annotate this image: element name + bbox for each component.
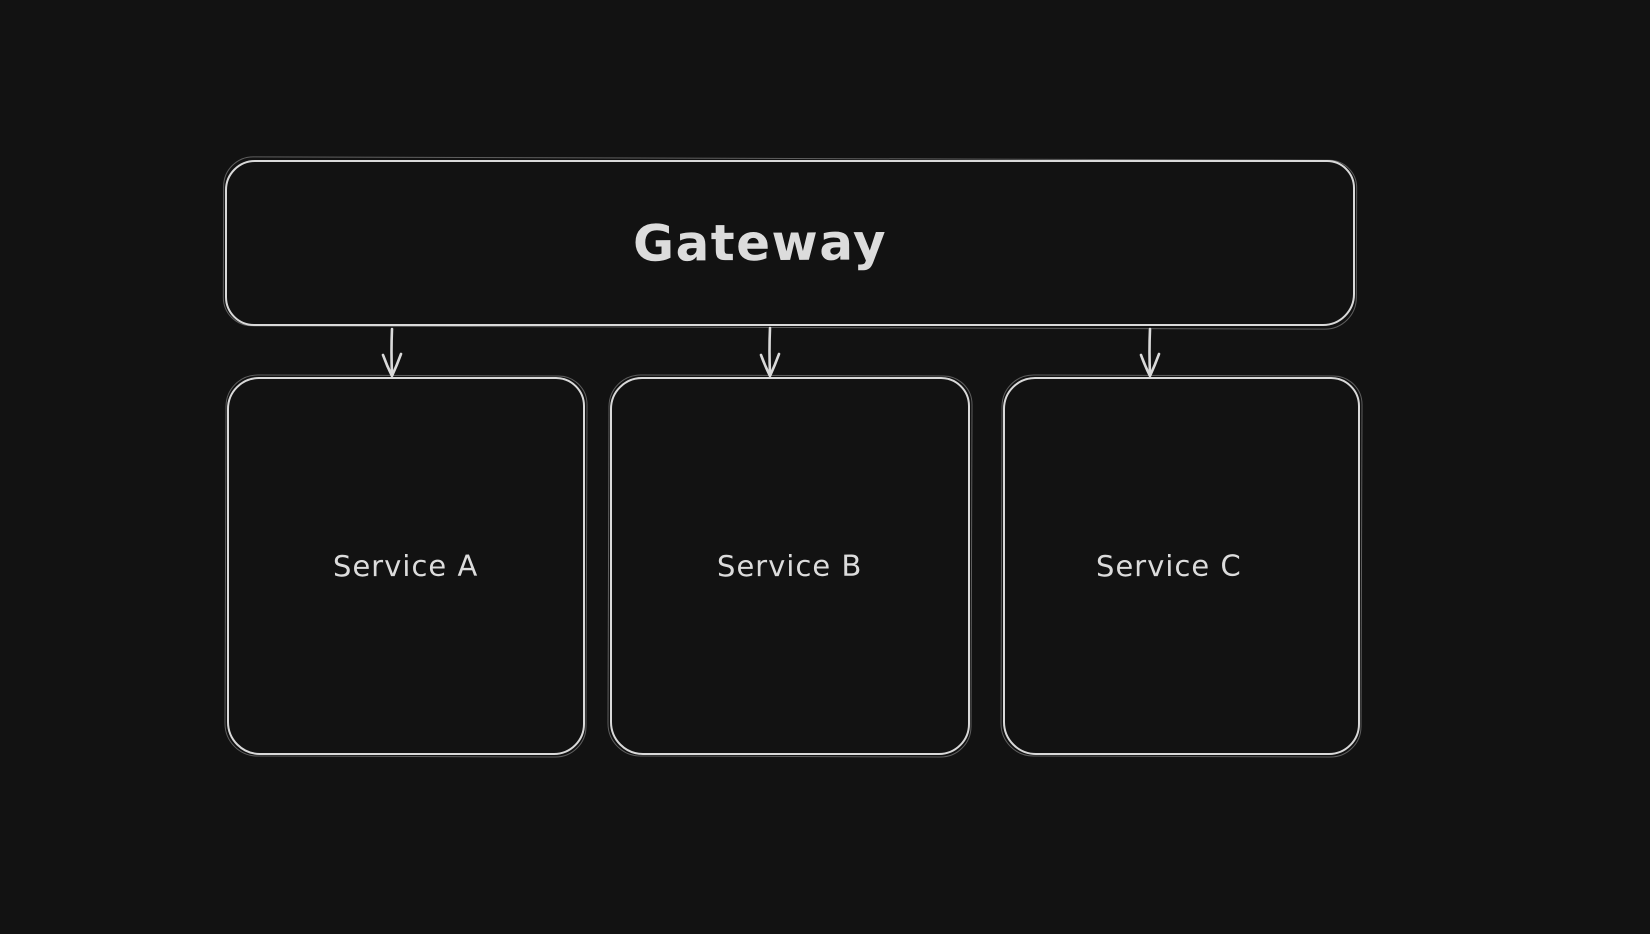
service-b-node[interactable]: Service B xyxy=(610,377,970,755)
service-c-node-label: Service C xyxy=(1095,548,1242,584)
arrow-gateway-to-service-a[interactable] xyxy=(381,327,403,378)
service-a-node-label: Service A xyxy=(333,548,479,584)
service-a-node[interactable]: Service A xyxy=(227,377,585,755)
gateway-node[interactable]: Gateway xyxy=(225,160,1355,326)
service-c-node[interactable]: Service C xyxy=(1003,377,1360,755)
arrow-gateway-to-service-c[interactable] xyxy=(1139,327,1161,378)
arrow-gateway-to-service-b[interactable] xyxy=(759,326,781,378)
service-b-node-label: Service B xyxy=(717,548,863,584)
